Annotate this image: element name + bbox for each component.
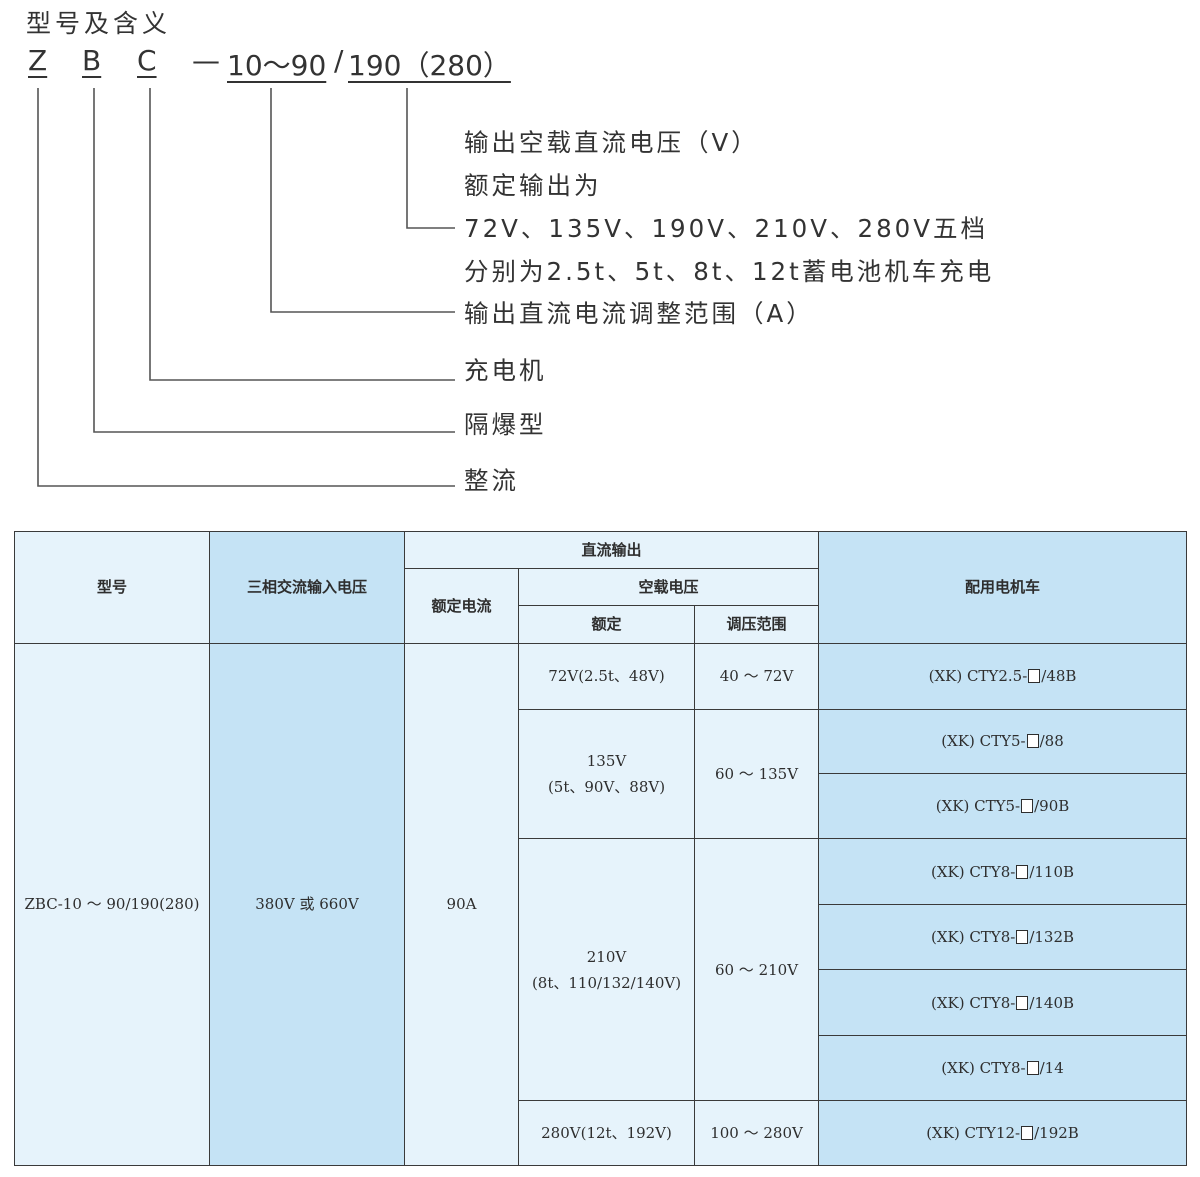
cell-range: 100 ～ 280V [693,1100,820,1166]
desc-rectifier: 整流 [464,466,519,495]
desc-explosion-proof: 隔爆型 [464,410,547,439]
cell-range: 60 ～ 135V [693,708,820,840]
cell-locomotive: (XK) CTY5- /90B [818,772,1188,840]
desc-current: 输出直流电流调整范围（A） [464,299,814,328]
locomotive-prefix: (XK) CTY5- [941,732,1026,751]
cell-rated-voltage: 135V (5t、90V、88V) [518,708,695,840]
table-row: 210V (8t、110/132/140V) 60 ～ 210V (XK) CT… [15,838,1188,1102]
blank-box-icon [1016,995,1029,1010]
locomotive-suffix: /140B [1029,993,1075,1012]
rated-voltage-line2: (8t、110/132/140V) [531,973,682,992]
cell-rated-current: 90A [404,643,519,1166]
header-model: 型号 [14,531,210,644]
code-letter-c: C [137,44,157,77]
locomotive-prefix: (XK) CTY8- [941,1059,1026,1078]
cell-locomotive: (XK) CTY8- /140B [818,969,1188,1036]
cell-locomotive: (XK) CTY5- /88 [818,708,1188,774]
locomotive-prefix: (XK) CTY8- [930,862,1016,881]
code-letter-z: Z [28,44,48,77]
cell-locomotive: (XK) CTY2.5- /48B [818,643,1188,710]
rated-voltage-line1: 72V(2.5t、48V) [548,667,665,686]
cell-range: 40 ～ 72V [693,643,820,710]
cell-rated-voltage: 72V(2.5t、48V) [518,643,695,710]
connector-b [93,88,455,433]
header-locomotive: 配用电机车 [818,531,1188,644]
cell-locomotive: (XK) CTY8- /110B [818,838,1188,905]
rated-voltage-line1: 280V(12t、192V) [541,1124,672,1143]
locomotive-suffix: /90B [1034,797,1070,816]
locomotive-suffix: /88 [1039,732,1064,751]
locomotive-prefix: (XK) CTY8- [930,993,1016,1012]
connector-voltage [406,88,455,229]
desc-voltage-line3: 72V、135V、190V、210V、280V五档 [464,214,989,243]
desc-voltage-line1: 输出空载直流电压（V） [464,128,759,157]
locomotive-prefix: (XK) CTY2.5- [928,667,1028,686]
locomotive-suffix: /14 [1039,1059,1064,1078]
table-row: (XK) CTY5- /90B [15,772,1188,840]
blank-box-icon [1016,930,1029,945]
cell-locomotive: (XK) CTY8- /14 [818,1034,1188,1102]
desc-voltage-line2: 额定输出为 [464,171,602,200]
table-row: (XK) CTY8- /14 [15,1034,1188,1102]
header-regulation-range: 调压范围 [693,605,820,644]
cell-rated-voltage: 280V(12t、192V) [518,1100,695,1166]
header-rated-current: 额定电流 [404,568,519,644]
blank-box-icon [1016,864,1029,879]
specification-table: 型号 三相交流输入电压 直流输出 配用电机车 额定电流 空载电压 额定 调压范围… [14,531,1188,1166]
cell-rated-voltage: 210V (8t、110/132/140V) [518,838,695,1102]
locomotive-prefix: (XK) CTY12- [926,1124,1021,1143]
code-dash: — [192,44,220,77]
locomotive-suffix: /110B [1029,862,1075,881]
connector-current [270,88,455,313]
code-current-range: 10～90 [227,49,327,82]
connector-c [149,88,455,381]
cell-locomotive: (XK) CTY12- /192B [818,1100,1188,1166]
header-ac-input: 三相交流输入电压 [209,531,405,644]
blank-box-icon [1021,799,1034,814]
table-row: 280V(12t、192V) 100 ～ 280V (XK) CTY12- /19… [15,1100,1188,1166]
code-voltage: 190（280） [348,49,511,82]
desc-charger: 充电机 [464,356,547,385]
locomotive-prefix: (XK) CTY8- [930,928,1016,947]
rated-voltage-line2: (5t、90V、88V) [547,777,666,796]
table-row: ZBC-10 ～ 90/190(280) 380V 或 660V 90A 72V… [14,643,1188,1166]
connector-z [37,88,455,487]
rated-voltage-line1: 210V [586,947,627,966]
blank-box-icon [1028,669,1041,684]
desc-voltage-line4: 分别为2.5t、5t、8t、12t蓄电池机车充电 [464,257,995,286]
code-letter-b: B [82,44,102,77]
cell-range: 60 ～ 210V [693,838,820,1102]
header-no-load-voltage: 空载电压 [517,568,820,606]
header-rated: 额定 [518,605,695,644]
cell-model: ZBC-10 ～ 90/190(280) [14,643,210,1166]
blank-box-icon [1026,734,1039,749]
model-meaning-diagram: 型号及含义 Z B C — 10～90 / 190（280） 输出空载直流电压（… [0,0,1200,500]
blank-box-icon [1021,1126,1034,1141]
locomotive-prefix: (XK) CTY5- [935,797,1021,816]
table-row: (XK) CTY8- /132B [15,903,1188,971]
model-meaning-title: 型号及含义 [26,9,172,38]
connector-lines [37,88,455,487]
cell-locomotive: (XK) CTY8- /132B [818,903,1188,971]
table-row: 135V (5t、90V、88V) 60 ～ 135V (XK) CTY5- /8… [15,708,1188,840]
cell-ac-input: 380V 或 660V [209,643,405,1166]
rated-voltage-line1: 135V [586,751,627,770]
header-dc-output: 直流输出 [403,531,820,569]
table-row: (XK) CTY8- /140B [15,969,1188,1036]
locomotive-suffix: /132B [1029,928,1075,947]
locomotive-suffix: /192B [1034,1124,1079,1143]
code-slash: / [334,44,344,77]
locomotive-suffix: /48B [1041,667,1077,686]
blank-box-icon [1026,1061,1039,1076]
